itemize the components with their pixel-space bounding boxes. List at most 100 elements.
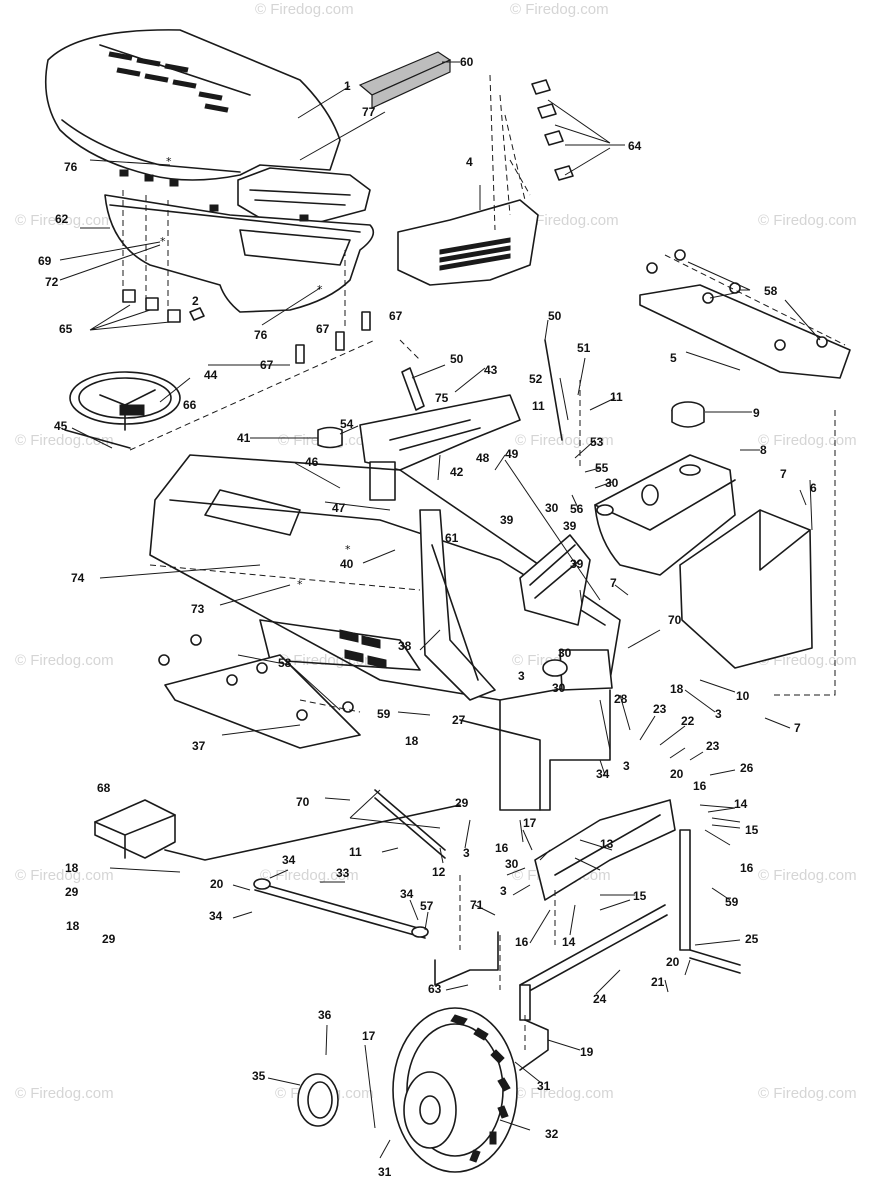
watermark: © Firedog.com <box>758 212 857 229</box>
callout-32: 32 <box>545 1127 559 1141</box>
callout-7: 7 <box>780 467 787 481</box>
floor-plate-part <box>158 634 361 749</box>
assembly-dashed-lines <box>122 74 846 1050</box>
callout-58: 58 <box>764 284 778 298</box>
callout-16: 16 <box>495 841 509 855</box>
asterisk: * <box>317 283 323 296</box>
callout-58: 58 <box>278 656 292 670</box>
watermark: © Firedog.com <box>758 432 857 449</box>
callout-23: 23 <box>706 739 720 753</box>
callout-39: 39 <box>500 513 514 527</box>
callout-67: 67 <box>316 322 330 336</box>
steering-wheel-part <box>64 371 181 449</box>
callout-31: 31 <box>378 1165 392 1179</box>
callout-3: 3 <box>463 846 470 860</box>
callout-67: 67 <box>389 309 403 323</box>
watermark: © Firedog.com <box>758 1085 857 1102</box>
callout-18: 18 <box>65 861 79 875</box>
callout-54: 54 <box>340 417 354 431</box>
callout-45: 45 <box>54 419 68 433</box>
callout-11: 11 <box>349 845 362 859</box>
callout-74: 74 <box>71 571 85 585</box>
bolt-set-part <box>531 79 574 181</box>
tie-rod-part <box>519 904 668 996</box>
callout-68: 68 <box>97 781 111 795</box>
asterisk-markers: * * * * * <box>160 155 351 591</box>
callout-29: 29 <box>102 932 116 946</box>
callout-20: 20 <box>670 767 684 781</box>
callout-8: 8 <box>760 443 767 457</box>
callout-77: 77 <box>362 105 376 119</box>
callout-51: 51 <box>577 341 591 355</box>
callout-3: 3 <box>518 669 525 683</box>
callout-18: 18 <box>670 682 684 696</box>
callout-18: 18 <box>405 734 419 748</box>
callout-12: 12 <box>432 865 446 879</box>
callout-37: 37 <box>192 739 206 753</box>
callout-30: 30 <box>505 857 519 871</box>
callout-7: 7 <box>610 576 617 590</box>
callout-31: 31 <box>537 1079 551 1093</box>
fuel-tank-part <box>594 454 736 576</box>
callout-30: 30 <box>558 646 572 660</box>
watermark: © Firedog.com <box>15 1085 114 1102</box>
callout-69: 69 <box>38 254 52 268</box>
watermark: © Firedog.com <box>758 867 857 884</box>
watermark: © Firedog.com <box>15 432 114 449</box>
watermark: © Firedog.com <box>15 867 114 884</box>
watermark: © Firedog.com <box>15 652 114 669</box>
front-wheel-part <box>392 1007 518 1173</box>
watermark: © Firedog.com <box>255 1 354 18</box>
watermark: © Firedog.com <box>520 212 619 229</box>
callout-20: 20 <box>210 877 224 891</box>
callout-1: 1 <box>344 79 351 93</box>
callout-labels: 60 1 77 64 4 76 62 69 72 2 65 76 67 67 6… <box>38 55 817 1179</box>
callout-25: 25 <box>745 932 759 946</box>
hood-vent-slots <box>108 51 229 113</box>
callout-10: 10 <box>736 689 750 703</box>
callout-63: 63 <box>428 982 442 996</box>
asterisk: * <box>166 155 172 168</box>
watermark: © Firedog.com <box>510 1 609 18</box>
callout-11: 11 <box>610 390 623 404</box>
callout-38: 38 <box>398 639 412 653</box>
callout-29: 29 <box>65 885 79 899</box>
callout-56: 56 <box>570 502 584 516</box>
hood-part <box>44 29 341 181</box>
dash-console-part <box>317 394 521 501</box>
callout-22: 22 <box>681 714 695 728</box>
callout-73: 73 <box>191 602 205 616</box>
brake-rod-part <box>164 789 461 861</box>
callout-20: 20 <box>666 955 680 969</box>
shift-rod-part <box>434 931 499 986</box>
callout-16: 16 <box>693 779 707 793</box>
callout-39: 39 <box>563 519 577 533</box>
watermark: © Firedog.com <box>515 432 614 449</box>
callout-30: 30 <box>552 681 566 695</box>
callout-59: 59 <box>725 895 739 909</box>
small-fasteners-part <box>122 289 371 364</box>
callout-30: 30 <box>605 476 619 490</box>
callout-50: 50 <box>450 352 464 366</box>
callout-3: 3 <box>623 759 630 773</box>
callout-18: 18 <box>66 919 80 933</box>
callout-39: 39 <box>570 557 584 571</box>
callout-3: 3 <box>500 884 507 898</box>
callout-52: 52 <box>529 372 543 386</box>
callout-40: 40 <box>340 557 354 571</box>
callout-50: 50 <box>548 309 562 323</box>
callout-55: 55 <box>595 461 609 475</box>
callout-17: 17 <box>523 816 537 830</box>
drag-link-part <box>253 878 429 939</box>
callout-29: 29 <box>455 796 469 810</box>
callout-34: 34 <box>400 887 414 901</box>
callout-34: 34 <box>282 853 296 867</box>
asterisk: * <box>297 578 303 591</box>
callout-28: 28 <box>614 692 628 706</box>
callout-23: 23 <box>653 702 667 716</box>
callout-43: 43 <box>484 363 498 377</box>
callout-75: 75 <box>435 391 449 405</box>
callout-70: 70 <box>668 613 682 627</box>
callout-70: 70 <box>296 795 310 809</box>
